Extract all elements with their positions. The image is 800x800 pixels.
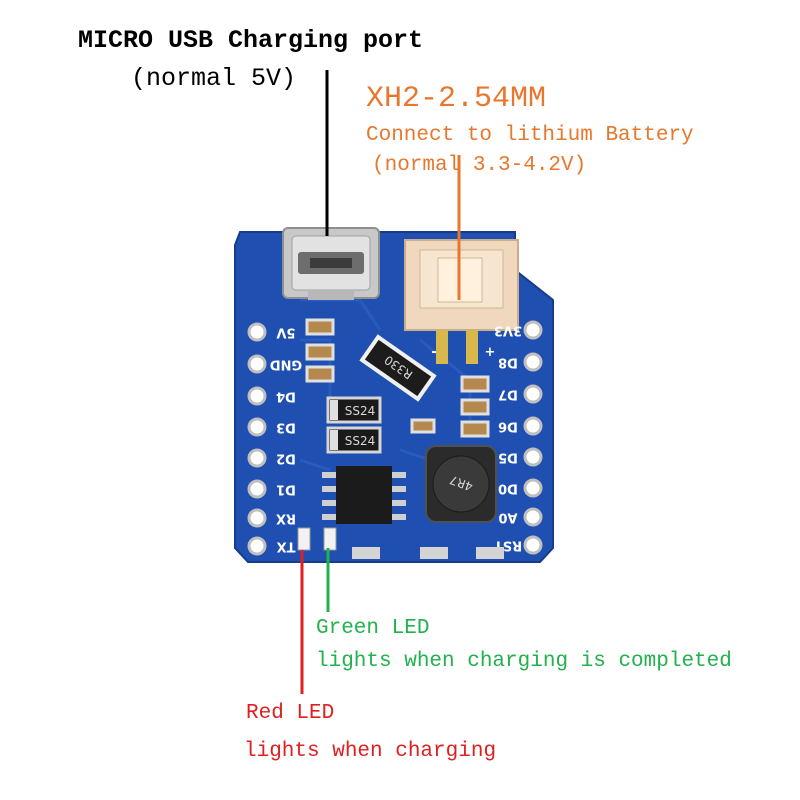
smd-components-left bbox=[305, 318, 335, 383]
xh2-connector bbox=[404, 239, 519, 364]
diode-2-label: SS24 bbox=[345, 434, 376, 448]
pin-label-rx: RX bbox=[276, 511, 296, 526]
right-pin-labels: 3V3 D8 D7 D6 D5 D0 A0 RST bbox=[494, 323, 522, 553]
pin-label-d6: D6 bbox=[498, 419, 518, 434]
diode-ss24-bottom: SS24 bbox=[326, 426, 382, 454]
pin-label-5v: 5V bbox=[276, 325, 295, 340]
battery-connector-voltage: (normal 3.3-4.2V) bbox=[372, 154, 587, 177]
connector-plus-label: + bbox=[485, 345, 496, 360]
pin-label-d4: D4 bbox=[276, 389, 296, 404]
right-pin-header bbox=[523, 320, 543, 555]
pin-label-d1: D1 bbox=[276, 482, 296, 497]
green-led-desc: lights when charging is completed bbox=[316, 650, 732, 673]
green-led-title: Green LED bbox=[316, 617, 430, 640]
pin-label-a0: A0 bbox=[498, 510, 517, 525]
diode-ss24-top: SS24 bbox=[326, 396, 382, 424]
pin-label-d0: D0 bbox=[498, 481, 518, 496]
resistor-r330: R330 bbox=[359, 334, 437, 402]
pin-label-d3: D3 bbox=[276, 420, 296, 435]
pin-label-d2: D2 bbox=[276, 451, 296, 466]
left-pin-header bbox=[247, 322, 267, 556]
connector-minus-label: - bbox=[431, 345, 436, 360]
diode-1-label: SS24 bbox=[345, 404, 376, 418]
left-pin-labels: 5V GND D4 D3 D2 D1 RX TX bbox=[270, 325, 303, 554]
pin-label-gnd: GND bbox=[270, 357, 303, 372]
pin-label-d5: D5 bbox=[498, 450, 518, 465]
bottom-pads bbox=[352, 547, 504, 559]
smd-components-right bbox=[410, 375, 490, 438]
battery-connector-desc: Connect to lithium Battery bbox=[366, 124, 694, 147]
charger-ic bbox=[322, 466, 406, 524]
micro-usb-port bbox=[282, 227, 380, 300]
pin-label-tx: TX bbox=[277, 539, 296, 554]
pin-label-d8: D8 bbox=[498, 355, 518, 370]
green-led bbox=[323, 527, 337, 551]
usb-port-voltage: (normal 5V) bbox=[131, 64, 297, 93]
usb-port-title: MICRO USB Charging port bbox=[78, 26, 424, 55]
red-led bbox=[297, 527, 311, 551]
battery-connector-title: XH2-2.54MM bbox=[366, 82, 547, 116]
pin-label-d7: D7 bbox=[498, 387, 518, 402]
inductor-4r7: 4R7 bbox=[425, 445, 497, 523]
red-led-desc: lights when charging bbox=[244, 740, 497, 763]
pin-label-3v3: 3V3 bbox=[494, 323, 522, 338]
red-led-title: Red LED bbox=[246, 702, 335, 725]
